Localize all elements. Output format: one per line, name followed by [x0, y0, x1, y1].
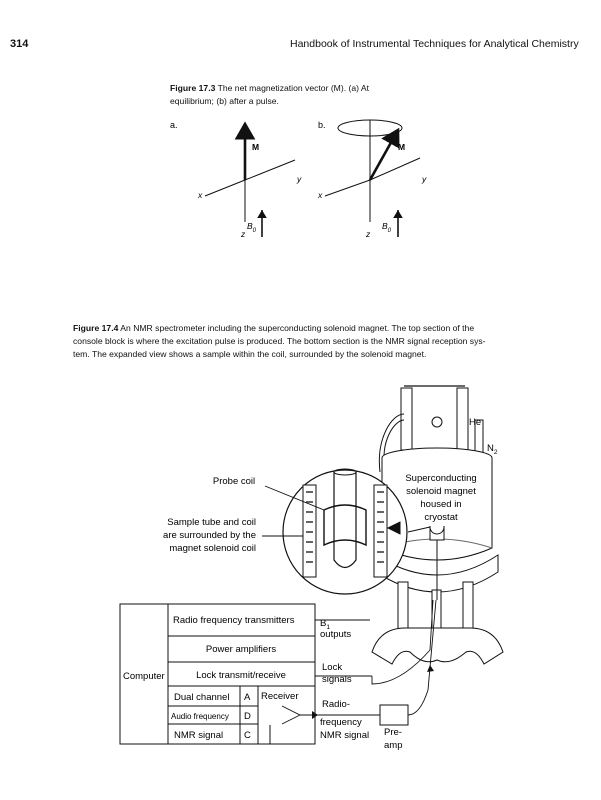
rf-transmitters-label: Radio frequency transmitters: [173, 615, 295, 626]
figure-17-4-caption-line1: An NMR spectrometer including the superc…: [120, 323, 475, 333]
rf-nmr-label-2: frequency: [320, 717, 362, 728]
figure-17-4-caption-line3: tem. The expanded view shows a sample wi…: [73, 349, 427, 359]
nmr-signal-label: NMR signal: [174, 730, 223, 741]
magnet-label-line4: cryostat: [424, 512, 458, 523]
magnet-label-line1: Superconducting: [405, 473, 476, 484]
magnet-label-line3: housed in: [420, 499, 461, 510]
b1-outputs-label: B1: [320, 618, 330, 631]
computer-label: Computer: [123, 671, 165, 682]
lock-signals-label-1: Lock: [322, 662, 342, 673]
he-label: He: [469, 417, 481, 428]
audio-frequency-label: Audio frequency: [171, 712, 229, 721]
panel-a-y-label: y: [296, 174, 302, 184]
channel-c-label: C: [244, 730, 251, 741]
sample-tube-label-line1: Sample tube and coil: [167, 517, 256, 528]
page-number: 314: [10, 38, 29, 50]
power-amplifiers-label: Power amplifiers: [206, 644, 276, 655]
outputs-label: outputs: [320, 629, 351, 640]
panel-b-z-label: z: [365, 229, 371, 239]
panel-b-vector-label: M: [398, 142, 405, 152]
figure-17-3-label: Figure 17.3: [170, 83, 216, 93]
panel-a-z-label: z: [240, 229, 246, 239]
magnet-label-line2: solenoid magnet: [406, 486, 476, 497]
lock-transmit-label: Lock transmit/receive: [196, 670, 286, 681]
preamp-label-1: Pre-: [384, 727, 402, 738]
panel-a-diagram: [204, 121, 296, 237]
n2-label: N2: [487, 443, 498, 456]
receiver-label: Receiver: [261, 691, 299, 702]
rf-nmr-label-1: Radio-: [322, 699, 350, 710]
expanded-view: [262, 468, 431, 595]
figure-17-4-label: Figure 17.4: [73, 323, 119, 333]
preamp-label-2: amp: [384, 740, 402, 751]
channel-a-label: A: [244, 692, 251, 703]
figure-17-3-caption: Figure 17.3 The net magnetization vector…: [170, 82, 470, 108]
figure-17-3-caption-line2: equilibrium; (b) after a pulse.: [170, 96, 279, 106]
panel-b-field-label: B0: [382, 221, 392, 234]
figure-17-4-caption-line2: console block is where the excitation pu…: [73, 336, 486, 346]
panel-a-field-label: B0: [247, 221, 257, 234]
panel-b-y-label: y: [421, 174, 427, 184]
panel-a-x-label: x: [197, 190, 203, 200]
console-block: [119, 599, 437, 745]
sample-tube-label-line2: are surrounded by the: [163, 530, 256, 541]
panel-b-label: b.: [318, 120, 326, 130]
rf-nmr-label-3: NMR signal: [320, 730, 369, 741]
channel-d-label: D: [244, 711, 251, 722]
magnet-label-box: [393, 468, 489, 526]
probe-coil-label: Probe coil: [213, 476, 255, 487]
panel-a-vector-label: M: [252, 142, 259, 152]
running-head: Handbook of Instrumental Techniques for …: [290, 38, 579, 50]
figure-17-4-caption: Figure 17.4 An NMR spectrometer includin…: [73, 322, 543, 361]
panel-a-label: a.: [170, 120, 178, 130]
panel-b-diagram: [324, 119, 421, 237]
lock-signals-label-2: signals: [322, 674, 352, 685]
sample-tube-label-line3: magnet solenoid coil: [169, 543, 256, 554]
panel-b-x-label: x: [317, 190, 323, 200]
figure-17-3-caption-line1: The net magnetization vector (M). (a) At: [217, 83, 370, 93]
dual-channel-label: Dual channel: [174, 692, 229, 703]
